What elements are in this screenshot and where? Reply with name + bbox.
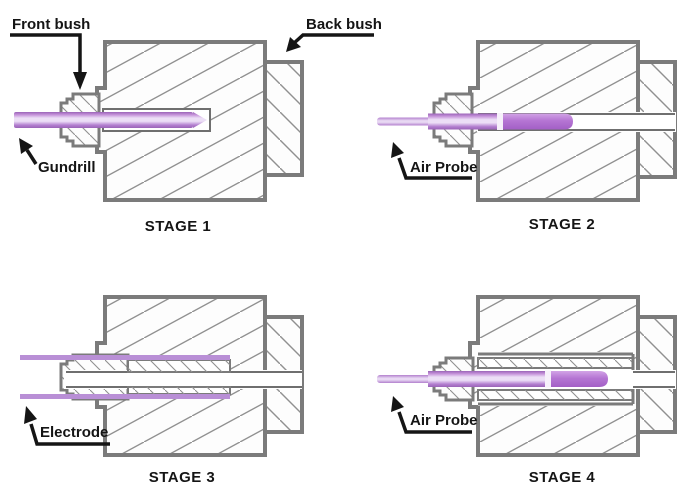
air-probe-arrowhead <box>391 396 404 412</box>
back-bush <box>261 60 304 177</box>
callout-electrode: Electrode <box>40 424 108 441</box>
probe-sleeve <box>428 113 497 130</box>
air-probe <box>377 370 608 388</box>
stage-4-panel: Air Probe STAGE 4 <box>377 295 677 486</box>
stage-3-panel: Electrode STAGE 3 <box>20 295 304 486</box>
stage-1-label: STAGE 1 <box>145 218 212 235</box>
narrow-hole <box>631 370 676 389</box>
air-probe-arrow <box>397 157 472 180</box>
electrode-arrowhead <box>24 406 37 424</box>
stage-2-panel: Air Probe STAGE 2 <box>377 40 677 233</box>
front-bush-arrowhead <box>73 72 87 90</box>
back-bush-arrowhead <box>286 37 301 52</box>
electrode-arrow <box>29 423 110 446</box>
callout-air-probe: Air Probe <box>410 412 478 429</box>
probe-tip <box>551 371 608 387</box>
back-bush-arrow <box>291 33 374 46</box>
machined-sleeve <box>127 359 231 395</box>
stage-2-label: STAGE 2 <box>529 216 596 233</box>
sleeve-strip-bottom-hatch <box>478 390 633 400</box>
electrode-wall-bottom <box>20 394 230 399</box>
machined-sleeve <box>477 357 634 401</box>
air-probe <box>377 113 573 130</box>
callout-front-bush: Front bush <box>12 16 90 33</box>
front-bush-arrow <box>10 33 82 74</box>
callout-back-bush: Back bush <box>306 16 382 33</box>
sleeve-strip-top-hatch <box>128 360 230 372</box>
sleeve-strip-top-hatch <box>478 358 633 368</box>
stage-1-panel: Front bush Back bush Gundrill STAGE 1 <box>10 16 382 235</box>
gundrill-tip <box>193 112 207 128</box>
probe-gap <box>545 370 551 388</box>
electrode-wall-top <box>20 355 230 360</box>
gundrill-rod <box>14 112 193 128</box>
sleeve-strip-bottom-hatch <box>128 387 230 394</box>
gundrill-arrowhead <box>19 138 33 154</box>
probe-tip <box>503 113 573 130</box>
air-probe-arrowhead <box>391 142 404 158</box>
callout-gundrill: Gundrill <box>38 159 96 176</box>
callout-air-probe: Air Probe <box>410 159 478 176</box>
pilot-hole <box>64 370 302 389</box>
gundrill-arrow <box>25 149 38 165</box>
stage-4-label: STAGE 4 <box>529 469 596 486</box>
air-probe-arrow <box>397 411 472 434</box>
stage-3-label: STAGE 3 <box>149 469 216 486</box>
probe-sleeve <box>428 371 545 387</box>
probe-gap <box>497 113 503 130</box>
